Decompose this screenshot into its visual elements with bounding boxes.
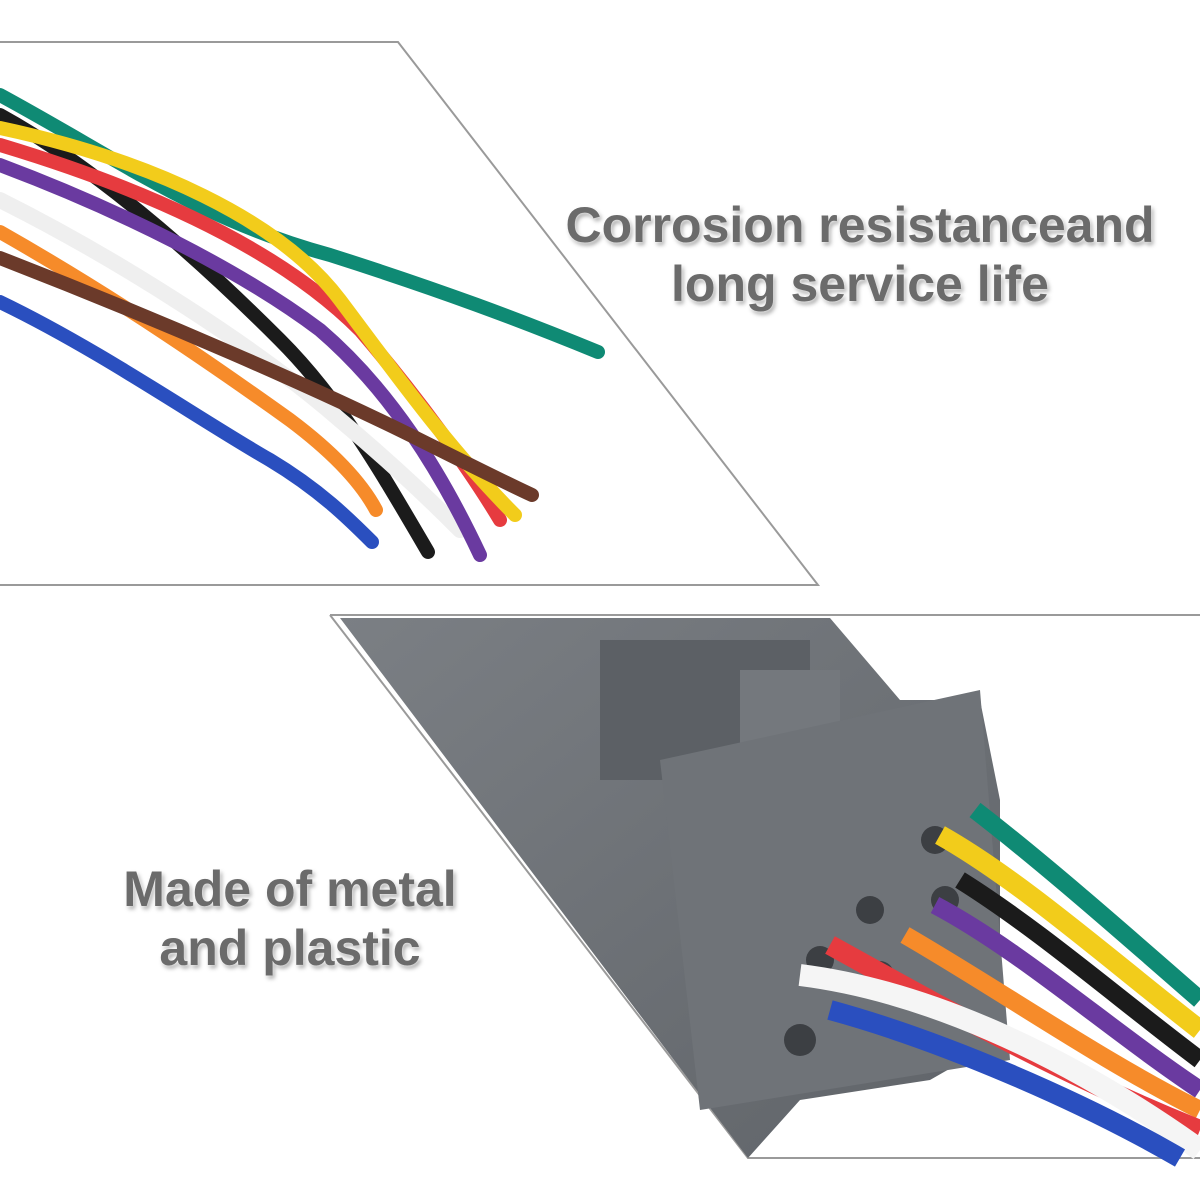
wire-yellow — [935, 826, 1200, 1038]
wire-purple — [0, 158, 487, 562]
wire-brown — [0, 251, 539, 502]
wire-purple — [930, 897, 1200, 1098]
caption-top-line2: long service life — [671, 256, 1049, 312]
caption-bottom-line1: Made of metal — [123, 861, 457, 917]
top-wires — [0, 88, 605, 562]
caption-bottom-line2: and plastic — [159, 920, 421, 976]
wire-green — [969, 802, 1200, 1007]
connector-housing — [340, 618, 1010, 1158]
wire-black — [955, 872, 1200, 1068]
wire-orange — [0, 225, 383, 517]
connector-wires — [798, 802, 1200, 1167]
caption-corrosion-resistance: Corrosion resistanceand long service lif… — [560, 196, 1160, 314]
caption-top-line1: Corrosion resistanceand — [565, 197, 1155, 253]
wire-blue — [0, 295, 379, 549]
caption-material: Made of metal and plastic — [100, 860, 480, 978]
wire-blue — [827, 1000, 1186, 1167]
wire-yellow — [0, 121, 522, 522]
top-frame — [0, 41, 821, 586]
wire-orange — [900, 927, 1200, 1119]
wire-white — [798, 964, 1200, 1159]
